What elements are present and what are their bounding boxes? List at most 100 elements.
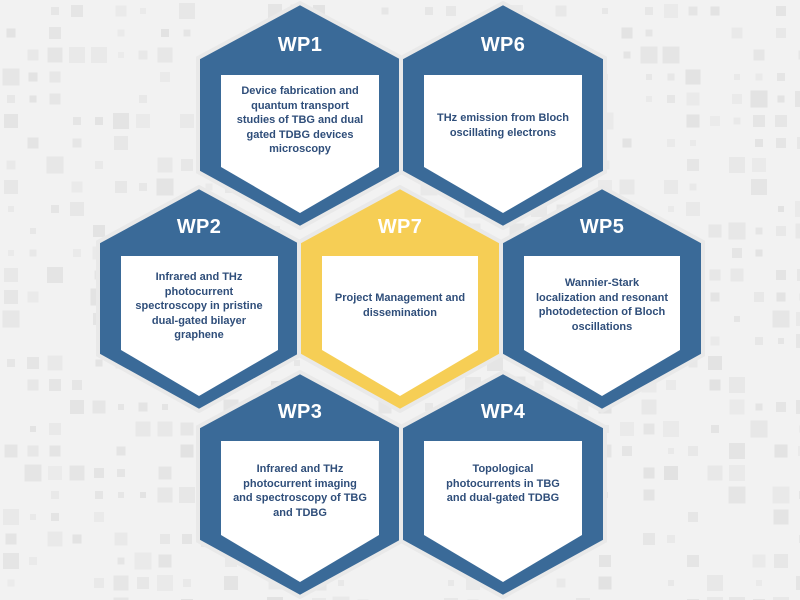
- background-square: [707, 465, 723, 481]
- wp7-title: WP7: [377, 216, 423, 238]
- background-square: [51, 205, 59, 213]
- wp1-description: Device fabrication and quantum transport…: [236, 85, 364, 156]
- background-square: [73, 249, 81, 257]
- background-square: [27, 291, 39, 303]
- background-square: [6, 160, 16, 170]
- background-square: [753, 115, 765, 127]
- wp1-title: WP1: [277, 34, 323, 56]
- background-square: [668, 448, 674, 454]
- background-square: [734, 316, 740, 322]
- background-square: [621, 27, 633, 39]
- background-square: [773, 597, 789, 600]
- background-square: [158, 466, 172, 480]
- background-square: [29, 95, 37, 103]
- background-square: [663, 421, 679, 437]
- background-square: [48, 466, 62, 480]
- background-square: [773, 509, 789, 525]
- background-square: [3, 553, 19, 569]
- background-square: [27, 49, 39, 61]
- wp3-title: WP3: [277, 401, 323, 423]
- background-square: [115, 5, 127, 17]
- background-square: [729, 157, 745, 173]
- background-square: [795, 91, 800, 107]
- background-square: [49, 423, 61, 435]
- background-square: [620, 422, 634, 436]
- background-square: [312, 598, 326, 600]
- background-square: [138, 50, 148, 60]
- background-square: [8, 206, 14, 212]
- background-square: [709, 269, 721, 281]
- background-square: [643, 423, 655, 435]
- background-square: [205, 183, 213, 191]
- background-square: [27, 379, 39, 391]
- background-square: [183, 579, 191, 587]
- background-square: [8, 250, 14, 256]
- background-square: [49, 445, 61, 457]
- background-square: [71, 181, 83, 193]
- background-square: [664, 4, 678, 18]
- background-square: [772, 486, 790, 504]
- background-square: [797, 269, 800, 281]
- background-square: [729, 399, 745, 415]
- background-square: [751, 179, 767, 195]
- background-square: [688, 358, 698, 368]
- background-square: [598, 576, 612, 590]
- background-square: [27, 357, 39, 369]
- background-square: [381, 7, 389, 15]
- background-square: [157, 157, 173, 173]
- background-square: [755, 403, 763, 411]
- background-square: [134, 552, 152, 570]
- background-square: [29, 249, 37, 257]
- background-square: [664, 180, 678, 194]
- background-square: [666, 380, 676, 390]
- background-square: [772, 310, 790, 328]
- background-square: [49, 27, 61, 39]
- background-square: [51, 7, 59, 15]
- background-square: [776, 28, 786, 38]
- background-square: [686, 92, 700, 106]
- background-square: [30, 228, 36, 234]
- background-square: [689, 183, 697, 191]
- background-square: [732, 94, 742, 104]
- background-square: [425, 403, 433, 411]
- background-square: [47, 267, 63, 283]
- background-square: [750, 90, 768, 108]
- background-square: [161, 29, 169, 37]
- background-square: [28, 72, 38, 82]
- background-square: [576, 598, 590, 600]
- background-square: [136, 114, 150, 128]
- background-square: [667, 535, 675, 543]
- background-square: [47, 355, 63, 371]
- background-square: [94, 512, 104, 522]
- background-square: [72, 380, 82, 390]
- background-square: [755, 337, 763, 345]
- wp4-description: Topological photocurrents in TBG and dua…: [446, 463, 560, 505]
- background-square: [688, 446, 698, 456]
- background-square: [4, 180, 18, 194]
- background-square: [2, 310, 20, 328]
- background-square: [707, 575, 723, 591]
- background-square: [139, 95, 147, 103]
- background-square: [69, 465, 85, 481]
- background-square: [94, 468, 104, 478]
- background-square: [728, 486, 746, 504]
- background-square: [796, 400, 800, 414]
- background-square: [776, 292, 786, 302]
- background-square: [118, 404, 124, 410]
- background-square: [6, 28, 16, 38]
- background-square: [646, 74, 652, 80]
- background-square: [267, 597, 283, 600]
- background-square: [92, 400, 106, 414]
- background-square: [707, 597, 723, 600]
- background-square: [774, 444, 788, 458]
- background-square: [3, 509, 19, 525]
- background-square: [688, 6, 698, 16]
- wp5-hexagon: [499, 184, 705, 414]
- background-square: [686, 114, 700, 128]
- background-square: [51, 513, 59, 521]
- background-square: [796, 334, 800, 348]
- wp2-description: Infrared and THz photocurrent spectrosco…: [135, 271, 263, 342]
- background-square: [667, 73, 675, 81]
- wp1-content-panel: [221, 75, 379, 213]
